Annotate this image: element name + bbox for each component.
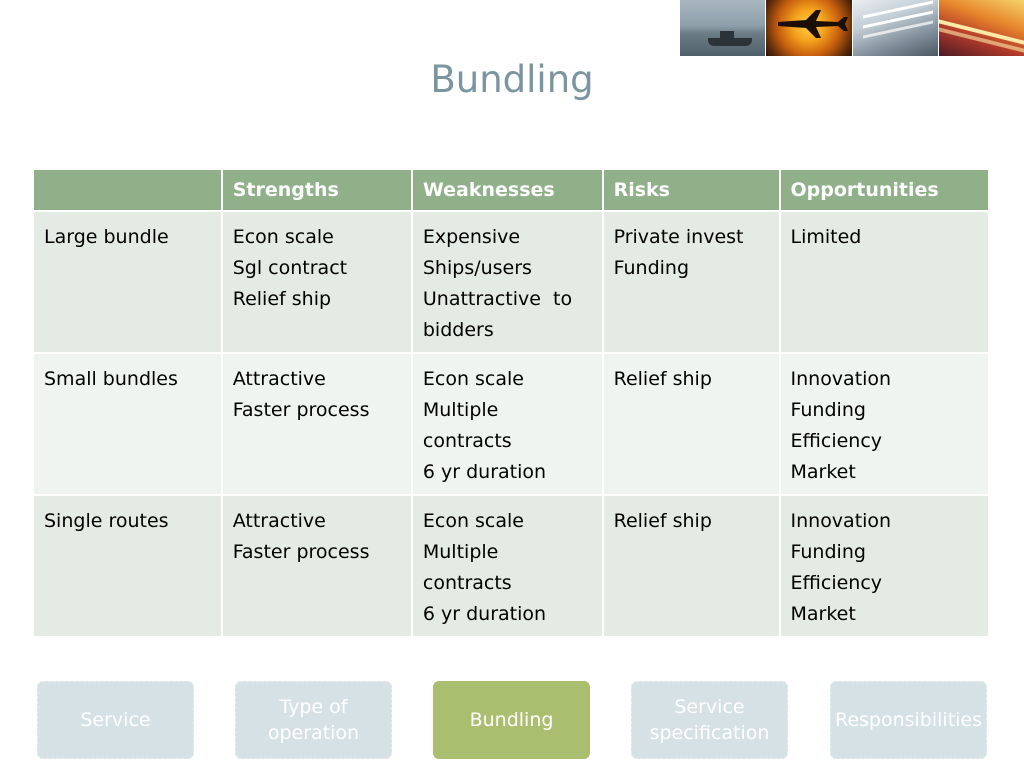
- table-header-row: Strengths Weaknesses Risks Opportunities: [34, 170, 988, 210]
- weaknesses-cell: Econ scale Multiple contracts 6 yr durat…: [412, 496, 602, 636]
- header-cell-risks: Risks: [603, 170, 779, 210]
- table-row: Large bundle Econ scale Sgl contract Rel…: [34, 212, 988, 352]
- cell-line: Econ scale: [422, 368, 524, 390]
- nav-button-responsibilities[interactable]: Responsibilities: [830, 681, 987, 759]
- row-label: Large bundle: [44, 226, 169, 248]
- table-row: Small bundles Attractive Faster process …: [34, 354, 988, 494]
- cell-line: Innovation: [790, 368, 892, 390]
- nav-button-service[interactable]: Service: [37, 681, 194, 759]
- row-label: Single routes: [44, 510, 169, 532]
- strengths-cell: Econ scale Sgl contract Relief ship: [222, 212, 411, 352]
- nav-button-label: Responsibilities: [834, 709, 983, 731]
- cell-line: Expensive: [422, 226, 521, 248]
- cell-line: Funding: [790, 541, 866, 563]
- rail-platform-photo: [851, 0, 938, 56]
- airplane-sunset-photo: [765, 0, 852, 56]
- cell-line: Private invest: [613, 226, 744, 248]
- cell-line: Faster process: [232, 541, 370, 563]
- header-cell-strengths: Strengths: [222, 170, 411, 210]
- cell-line: Multiple: [422, 399, 499, 421]
- nav-button-bundling[interactable]: Bundling: [433, 681, 590, 759]
- cell-line: Econ scale: [422, 510, 524, 532]
- cell-line: 6 yr duration: [422, 603, 547, 625]
- opportunities-cell: Innovation Funding Efficiency Market: [780, 354, 988, 494]
- bottom-nav: Service Type of operation Bundling Servi…: [37, 681, 989, 761]
- harbor-photo: [680, 0, 766, 56]
- cell-line: Efficiency: [790, 430, 883, 452]
- header-cell-opportunities: Opportunities: [780, 170, 988, 210]
- cell-line: 6 yr duration: [422, 461, 547, 483]
- cell-line: Attractive: [232, 510, 326, 532]
- nav-button-type-of-operation[interactable]: Type of operation: [235, 681, 392, 759]
- strengths-cell: Attractive Faster process: [222, 496, 411, 636]
- cell-line: Faster process: [232, 399, 370, 421]
- cell-line: Attractive: [232, 368, 326, 390]
- nav-button-label: specification: [649, 722, 770, 744]
- weaknesses-cell: Expensive Ships/users Unattractive to bi…: [412, 212, 602, 352]
- risks-cell: Relief ship: [603, 496, 779, 636]
- cell-line: Unattractive to: [422, 288, 573, 310]
- row-label: Small bundles: [44, 368, 178, 390]
- cell-line: contracts: [422, 430, 512, 452]
- row-label-cell: Small bundles: [34, 354, 221, 494]
- header-cell-empty: [34, 170, 221, 210]
- cell-line: Innovation: [790, 510, 892, 532]
- cell-line: Relief ship: [232, 288, 332, 310]
- cell-line: Ships/users: [422, 257, 532, 279]
- cell-line: Relief ship: [613, 510, 712, 532]
- airplane-icon: [778, 10, 849, 38]
- row-label-cell: Large bundle: [34, 212, 221, 352]
- nav-button-label: Type of: [279, 696, 348, 718]
- risks-cell: Relief ship: [603, 354, 779, 494]
- row-label-cell: Single routes: [34, 496, 221, 636]
- header-photo-strip: [680, 0, 1024, 56]
- cell-line: Market: [790, 461, 856, 483]
- opportunities-cell: Limited: [780, 212, 988, 352]
- cell-line: Econ scale: [232, 226, 334, 248]
- table-row: Single routes Attractive Faster process …: [34, 496, 988, 636]
- header-cell-weaknesses: Weaknesses: [412, 170, 602, 210]
- cell-line: Market: [790, 603, 856, 625]
- opportunities-cell: Innovation Funding Efficiency Market: [780, 496, 988, 636]
- risks-cell: Private invest Funding: [603, 212, 779, 352]
- nav-button-label: Service: [80, 709, 151, 731]
- weaknesses-cell: Econ scale Multiple contracts 6 yr durat…: [412, 354, 602, 494]
- cell-line: Funding: [613, 257, 690, 279]
- cell-line: contracts: [422, 572, 512, 594]
- cell-line: Sgl contract: [232, 257, 348, 279]
- nav-button-label: Bundling: [469, 709, 554, 731]
- cell-line: Limited: [790, 226, 862, 248]
- cell-line: Funding: [790, 399, 866, 421]
- road-lights-photo: [937, 0, 1024, 56]
- ship-shape: [708, 31, 752, 46]
- cell-line: Multiple: [422, 541, 499, 563]
- cell-line: bidders: [422, 319, 494, 341]
- swot-table: Strengths Weaknesses Risks Opportunities…: [32, 168, 990, 638]
- page-title: Bundling: [430, 58, 594, 101]
- strengths-cell: Attractive Faster process: [222, 354, 411, 494]
- nav-button-label: Service: [674, 696, 745, 718]
- cell-line: Relief ship: [613, 368, 712, 390]
- cell-line: Efficiency: [790, 572, 883, 594]
- nav-button-service-specification[interactable]: Service specification: [631, 681, 788, 759]
- nav-button-label: operation: [267, 722, 360, 744]
